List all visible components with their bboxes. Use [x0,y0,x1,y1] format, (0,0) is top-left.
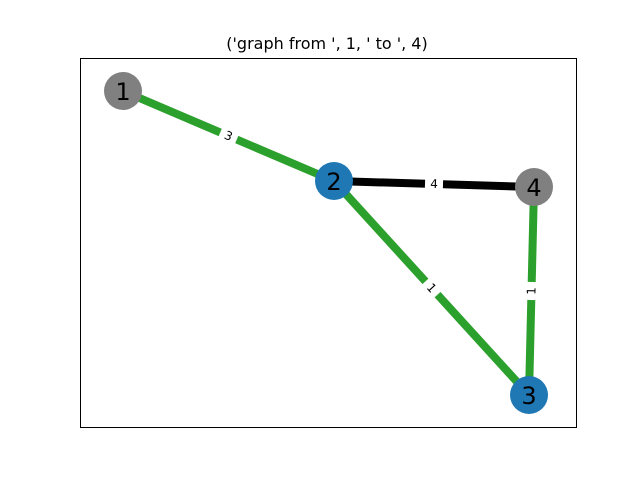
node-label-4: 4 [526,174,541,202]
node-label-2: 2 [326,168,341,196]
node-1 [104,72,142,110]
node-label-3: 3 [521,382,536,410]
edge-label-background [419,275,444,301]
node-4 [515,168,553,206]
edge-label-1-2: 3 [217,125,240,147]
node-label-1: 1 [115,78,130,106]
edge-labels-layer: 3 4 1 1 [217,125,540,301]
node-2 [315,162,353,200]
edge-label-2-4: 4 [424,175,444,193]
edge-weight-label: 1 [524,287,538,295]
edge-label-3-4: 1 [523,281,540,301]
nodes-layer: 1 2 3 4 [104,72,553,414]
edge-weight-label: 4 [430,177,438,191]
node-3 [510,376,548,414]
plot-frame [80,58,577,428]
graph-title: ('graph from ', 1, ' to ', 4) [226,34,427,53]
edge-label-background [523,281,540,301]
edge-label-2-3: 1 [419,275,444,301]
edge-label-background [424,175,444,193]
edge-label-background [217,125,240,147]
